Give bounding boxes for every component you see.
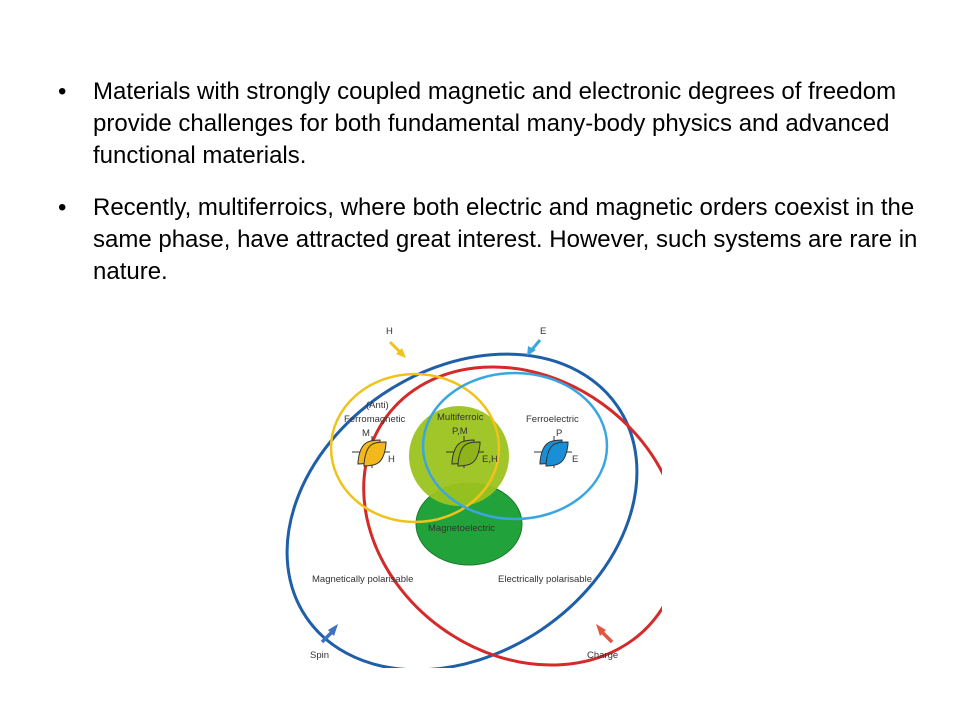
venn-diagram-svg: H E (Anti) Ferromagnetic Multiferroic Fe… bbox=[285, 326, 662, 668]
spin-label: Spin bbox=[310, 650, 329, 661]
anti-label: (Anti) bbox=[366, 400, 389, 411]
ferroelectric-ellipse bbox=[421, 371, 609, 521]
ferromagnetic-hysteresis-loop: M H bbox=[352, 428, 395, 468]
electrically-polarisable-label: Electrically polarisable bbox=[498, 574, 592, 585]
charge-label: Charge bbox=[587, 650, 618, 661]
spin-arrow bbox=[320, 624, 338, 644]
multiferroic-hysteresis-loop: P,M E,H bbox=[446, 426, 498, 468]
field-h-label: H bbox=[386, 326, 393, 337]
ferromagnetic-ellipse bbox=[329, 372, 501, 524]
magnetically-polarisable-ellipse bbox=[285, 352, 639, 668]
magnetically-polarisable-label: Magnetically polarisable bbox=[312, 574, 413, 585]
multiferroic-label: Multiferroic bbox=[437, 412, 484, 423]
ferroelectric-hysteresis-loop: P E bbox=[534, 428, 578, 468]
bullet-text: Materials with strongly coupled magnetic… bbox=[93, 78, 897, 169]
bullet-item-coupled-materials: • Materials with strongly coupled magnet… bbox=[58, 76, 918, 172]
fe-loop-x-label: E bbox=[572, 454, 578, 465]
fe-loop-y-label: P bbox=[556, 428, 562, 439]
magnetoelectric-label: Magnetoelectric bbox=[428, 523, 495, 534]
fm-loop-x-label: H bbox=[388, 454, 395, 465]
e-field-arrow bbox=[527, 339, 542, 356]
electrically-polarisable-ellipse bbox=[362, 365, 662, 667]
ferromagnetic-label: Ferromagnetic bbox=[344, 414, 405, 425]
field-e-label: E bbox=[540, 326, 546, 337]
multiferroic-venn-diagram: H E (Anti) Ferromagnetic Multiferroic Fe… bbox=[272, 316, 662, 668]
mf-loop-y-label: P,M bbox=[452, 426, 468, 437]
charge-arrow bbox=[596, 624, 614, 644]
bullet-text: Recently, multiferroics, where both elec… bbox=[93, 194, 918, 285]
mf-loop-x-label: E,H bbox=[482, 454, 498, 465]
bullet-glyph: • bbox=[58, 194, 67, 221]
h-field-arrow bbox=[388, 340, 406, 358]
bullet-glyph: • bbox=[58, 78, 67, 105]
bullet-item-multiferroics: • Recently, multiferroics, where both el… bbox=[58, 192, 918, 288]
bullet-list: • Materials with strongly coupled magnet… bbox=[58, 76, 918, 308]
ferroelectric-label: Ferroelectric bbox=[526, 414, 579, 425]
fm-loop-y-label: M bbox=[362, 428, 370, 439]
